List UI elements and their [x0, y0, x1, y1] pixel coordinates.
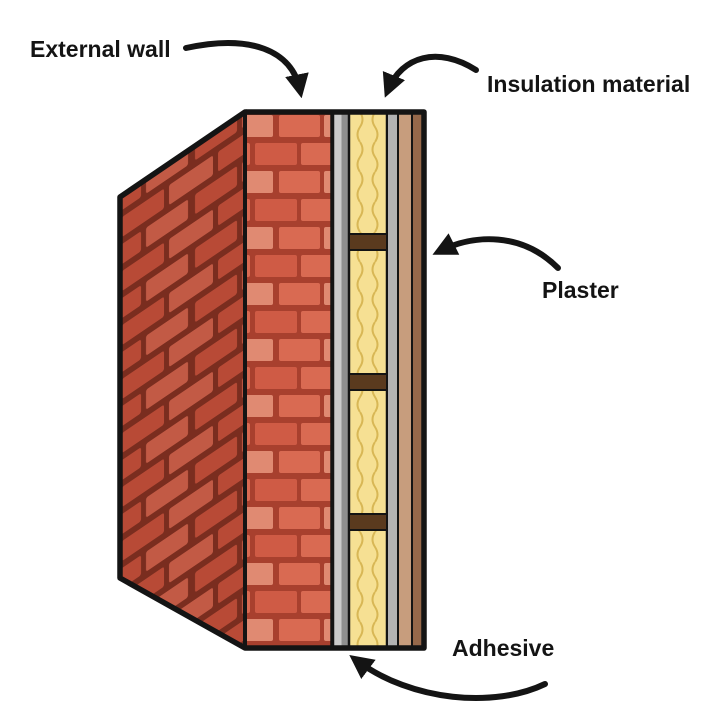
- label-insulation: Insulation material: [487, 71, 690, 97]
- callout-arrows: [183, 40, 561, 702]
- external-wall-front-face: [243, 110, 334, 650]
- external-wall-side-face: [118, 109, 247, 651]
- label-plaster: Plaster: [542, 277, 619, 303]
- label-external-wall: External wall: [30, 36, 171, 62]
- batten: [348, 373, 388, 391]
- arrow-external-wall: [183, 40, 309, 99]
- arrow-adhesive: [349, 654, 548, 702]
- label-adhesive: Adhesive: [452, 635, 554, 661]
- insulation-system-layers: [331, 110, 425, 650]
- plaster-mid-layer: [397, 111, 413, 649]
- plaster-base-layer: [386, 111, 399, 649]
- arrow-plaster: [432, 233, 561, 271]
- arrow-insulation: [382, 53, 479, 98]
- external-wall: [118, 109, 334, 651]
- batten: [348, 233, 388, 251]
- batten: [348, 513, 388, 531]
- adhesive-layer-shade: [341, 114, 349, 646]
